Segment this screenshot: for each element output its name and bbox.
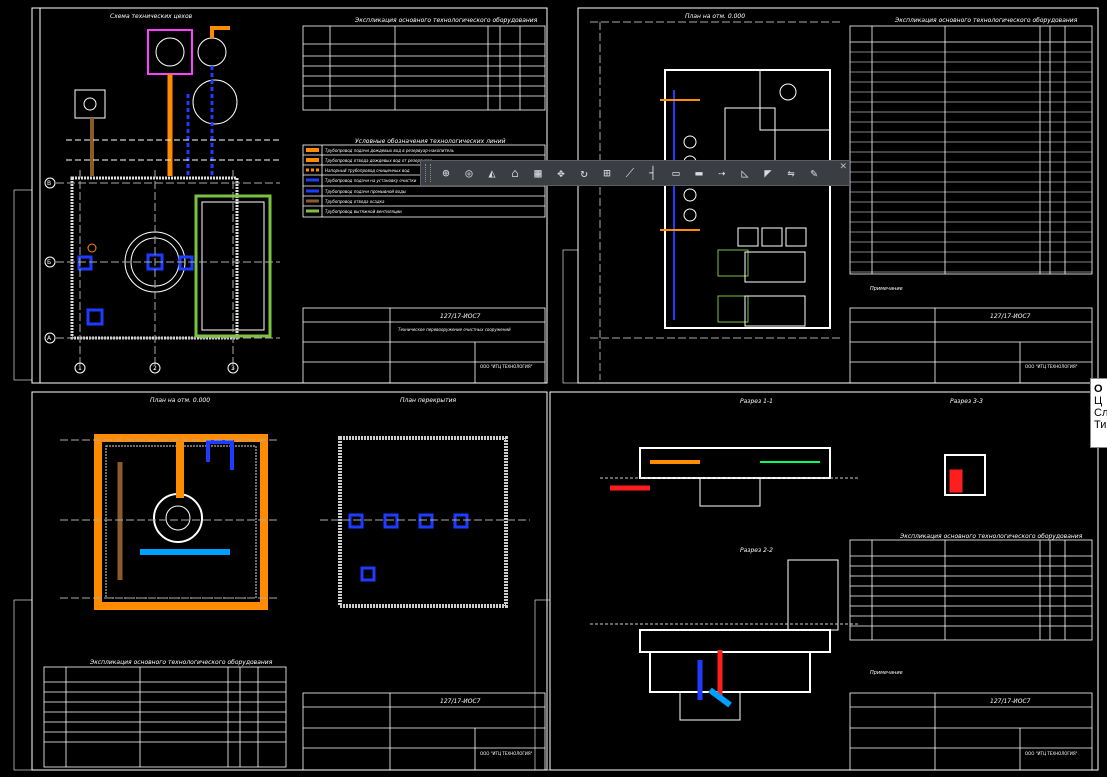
stamp-company: ООО "ИТЦ ТЕХНОЛОГИЯ" bbox=[480, 364, 533, 369]
legend-item: Трубопровод подачи на установку очистки bbox=[325, 178, 417, 183]
fillet-icon[interactable]: ◺ bbox=[741, 166, 749, 180]
rotate-icon[interactable]: ↻ bbox=[580, 166, 588, 180]
axis-label: А bbox=[47, 335, 52, 342]
sheet2-plan bbox=[590, 21, 840, 380]
axis-label: 1 bbox=[78, 365, 82, 372]
chamfer-icon[interactable]: ◤ bbox=[764, 166, 772, 180]
tooltip-line: Ц bbox=[1094, 395, 1103, 407]
align-icon[interactable]: ▦ bbox=[534, 166, 542, 180]
match-properties-icon[interactable]: ✎ bbox=[810, 166, 818, 180]
stamp-title: Техническое перевооружение очистных соор… bbox=[398, 327, 511, 332]
sheet1-scheme bbox=[66, 26, 280, 176]
legend-item: Трубопровод отвода дождевых вод от резер… bbox=[325, 158, 433, 163]
stamp-code: 127/17-ИОС7 bbox=[440, 313, 481, 320]
stamp-company: ООО "ИТЦ ТЕХНОЛОГИЯ" bbox=[1025, 751, 1078, 756]
sheet4-section-3 bbox=[944, 454, 986, 496]
sheet-frame-4 bbox=[549, 391, 1099, 771]
tooltip-heading: О bbox=[1094, 383, 1103, 395]
floating-modify-toolbar[interactable]: ⊕ ◎ ◭ ⌂ ▦ ✥ ↻ ⊞ ⟋ ┤ ▭ ▬ ⇢ ◺ ◤ ⇋ ✎ ✕ bbox=[420, 160, 850, 186]
sheet4-section-1 bbox=[600, 447, 860, 507]
sheet3-spec-title: Экспликация основного технологического о… bbox=[89, 659, 273, 666]
properties-tooltip: О Ц Сл Ти bbox=[1090, 378, 1107, 448]
sheet4-note: Примечание bbox=[870, 670, 903, 676]
axis-label: В bbox=[47, 180, 51, 187]
sheet1-legend-title: Условные обозначения технологических лин… bbox=[355, 138, 506, 145]
legend-item: Трубопровод подачи дождевых вод в резерв… bbox=[325, 148, 455, 153]
sheet-frame-3 bbox=[31, 391, 548, 771]
break-icon[interactable]: ▭ bbox=[672, 166, 680, 180]
sheet1-axis-markers bbox=[44, 177, 239, 374]
explode-icon[interactable]: ⇋ bbox=[787, 166, 795, 180]
side-title-strips bbox=[13, 189, 579, 771]
stamp-code: 127/17-ИОС7 bbox=[990, 698, 1031, 705]
sheet4-spec-title: Экспликация основного технологического о… bbox=[899, 533, 1083, 540]
sheet4-title: Разрез 1-1 bbox=[740, 398, 773, 405]
close-icon[interactable]: ✕ bbox=[839, 162, 847, 172]
tooltip-line: Сл bbox=[1094, 407, 1107, 419]
sheet1-spec-table bbox=[302, 25, 546, 111]
stamp-code: 127/17-ИОС7 bbox=[440, 698, 481, 705]
sheet3-floor-plan bbox=[320, 436, 530, 608]
join-icon[interactable]: ▬ bbox=[695, 166, 703, 180]
move-arrows-icon[interactable]: ✥ bbox=[557, 166, 565, 180]
move-icon[interactable]: ⊕ bbox=[442, 166, 450, 180]
sheet2-spec-table bbox=[849, 25, 1093, 275]
axis-label: Б bbox=[47, 259, 51, 266]
legend-item: Напорный трубопровод очищенных вод bbox=[325, 168, 410, 173]
toolbar-grip-handle[interactable] bbox=[425, 164, 431, 182]
legend-item: Трубопровод подачи промывной воды bbox=[325, 189, 406, 194]
copy-icon[interactable]: ◎ bbox=[465, 166, 473, 180]
tooltip-line: Ти bbox=[1094, 419, 1107, 431]
legend-item: Трубопровод отвода осадка bbox=[325, 199, 385, 204]
sheet2-spec-rows bbox=[850, 51, 1092, 273]
sheet-frame-2 bbox=[577, 7, 1099, 384]
mirror-icon[interactable]: ◭ bbox=[488, 166, 496, 180]
stamp-code: 127/17-ИОС7 bbox=[990, 313, 1031, 320]
sheet3-spec-table bbox=[43, 666, 287, 768]
sheet1-stamp bbox=[302, 307, 546, 384]
sheet3-plan bbox=[60, 434, 280, 610]
sheet4-spec-table bbox=[849, 539, 1093, 641]
sheet4-section-b: Разрез 3-3 bbox=[950, 398, 983, 405]
sheet1-spec-title: Экспликация основного технологического о… bbox=[354, 17, 538, 24]
sheet3-plan-title: План перекрытия bbox=[400, 397, 457, 404]
scale-icon[interactable]: ⊞ bbox=[603, 166, 611, 180]
axis-label: 2 bbox=[153, 365, 157, 372]
sheet2-note: Примечание bbox=[870, 286, 903, 292]
sheet4-section-c: Разрез 2-2 bbox=[740, 547, 773, 554]
stamp-company: ООО "ИТЦ ТЕХНОЛОГИЯ" bbox=[480, 751, 533, 756]
sheet3-stamp bbox=[302, 692, 546, 771]
sheet2-title: План на отм. 0.000 bbox=[685, 13, 745, 20]
sheet3-title: План на отм. 0.000 bbox=[150, 397, 210, 404]
stretch-icon[interactable]: ⌂ bbox=[511, 166, 519, 180]
sheet4-stamp bbox=[849, 692, 1093, 771]
extend-icon[interactable]: ┤ bbox=[649, 166, 657, 180]
trim-icon[interactable]: ⟋ bbox=[625, 165, 635, 180]
sheet1-plan bbox=[56, 170, 280, 370]
stamp-company: ООО "ИТЦ ТЕХНОЛОГИЯ" bbox=[1025, 364, 1078, 369]
sheet2-stamp bbox=[849, 307, 1093, 384]
sheet2-spec-title: Экспликация основного технологического о… bbox=[894, 17, 1078, 24]
sheet1-title: Схема технических цехов bbox=[110, 13, 193, 20]
offset-arrow-icon[interactable]: ⇢ bbox=[718, 166, 726, 180]
legend-item: Трубопровод вытяжной вентиляции bbox=[325, 209, 402, 214]
axis-label: 3 bbox=[231, 365, 235, 372]
sheet4-section-2 bbox=[590, 559, 860, 721]
